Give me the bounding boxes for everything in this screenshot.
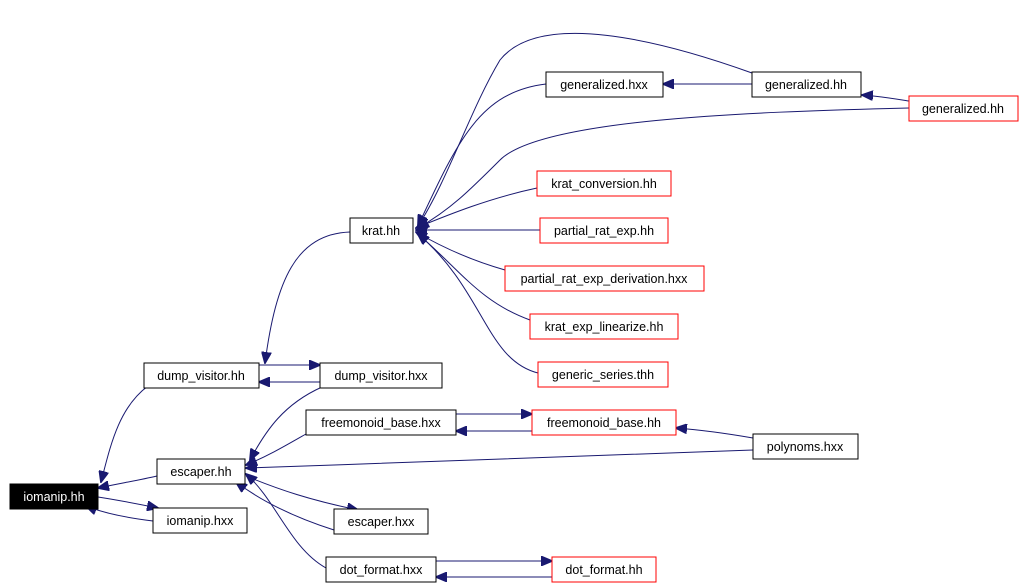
node-label: generalized.hh	[765, 78, 847, 92]
edge-partial-rat-exp-derivation-hxx-to-krat-hh	[416, 232, 506, 271]
node-label: escaper.hxx	[348, 515, 415, 529]
edge-dot-format-hxx-to-escaper-hh	[246, 474, 327, 569]
node-label: iomanip.hxx	[167, 514, 234, 528]
edge-iomanip-hh-to-iomanip-hxx	[97, 496, 158, 508]
nodes: iomanip.hh dump_visitor.hh escaper.hh io…	[9, 71, 1019, 583]
edge-krat-hh-to-dump-visitor-hh	[265, 231, 351, 363]
node-label: escaper.hh	[170, 465, 231, 479]
node-label: generalized.hh	[922, 102, 1004, 116]
node-label: generalized.hxx	[560, 78, 648, 92]
edge-krat-conversion-hh-to-krat-hh	[416, 187, 538, 228]
node-escaper-hh[interactable]: escaper.hh	[156, 458, 246, 485]
edge-dump-visitor-hh-to-iomanip-hh	[101, 385, 149, 482]
edge-generalized-hxx-to-krat-hh	[418, 83, 547, 226]
edge-dump-visitor-hxx-to-escaper-hh	[250, 386, 323, 460]
edge-generalized-hh-2-to-generalized-hh-1	[862, 95, 910, 102]
node-krat-hh[interactable]: krat.hh	[349, 217, 414, 244]
node-freemonoid-base-hh[interactable]: freemonoid_base.hh	[531, 409, 677, 436]
edge-polynoms-hxx-to-escaper-hh	[246, 449, 754, 468]
node-label: krat_exp_linearize.hh	[545, 320, 664, 334]
node-label: generic_series.thh	[552, 368, 654, 382]
node-label: iomanip.hh	[23, 490, 84, 504]
node-dot-format-hh[interactable]: dot_format.hh	[551, 556, 657, 583]
edge-generalized-hh-2-to-krat-hh	[418, 107, 910, 228]
node-krat-conversion-hh[interactable]: krat_conversion.hh	[536, 170, 672, 197]
node-dump-visitor-hxx[interactable]: dump_visitor.hxx	[319, 362, 443, 389]
node-label: polynoms.hxx	[767, 440, 844, 454]
node-krat-exp-linearize-hh[interactable]: krat_exp_linearize.hh	[529, 313, 679, 340]
node-label: dot_format.hxx	[340, 563, 423, 577]
edge-escaper-hh-to-iomanip-hh	[98, 475, 158, 488]
edges	[86, 33, 910, 577]
node-freemonoid-base-hxx[interactable]: freemonoid_base.hxx	[305, 409, 457, 436]
node-label: dump_visitor.hxx	[334, 369, 428, 383]
node-generalized-hxx[interactable]: generalized.hxx	[545, 71, 664, 98]
node-generalized-hh-1[interactable]: generalized.hh	[751, 71, 862, 98]
node-label: freemonoid_base.hh	[547, 416, 661, 430]
node-generalized-hh-2[interactable]: generalized.hh	[908, 95, 1019, 122]
node-label: partial_rat_exp_derivation.hxx	[521, 272, 689, 286]
edge-polynoms-hxx-to-freemonoid-base-hh	[676, 428, 754, 439]
edge-generalized-hh-1-to-krat-hh	[418, 33, 753, 226]
edge-freemonoid-base-hxx-to-escaper-hh	[246, 433, 307, 465]
node-label: dump_visitor.hh	[157, 369, 245, 383]
node-label: freemonoid_base.hxx	[321, 416, 441, 430]
node-partial-rat-exp-derivation-hxx[interactable]: partial_rat_exp_derivation.hxx	[504, 265, 705, 292]
node-label: krat_conversion.hh	[551, 177, 657, 191]
node-iomanip-hh[interactable]: iomanip.hh	[9, 483, 99, 510]
node-label: partial_rat_exp.hh	[554, 224, 654, 238]
edge-escaper-hxx-to-escaper-hh	[236, 482, 335, 531]
node-iomanip-hxx[interactable]: iomanip.hxx	[152, 507, 248, 534]
edge-generic-series-thh-to-krat-hh	[418, 234, 539, 374]
node-label: krat.hh	[362, 224, 400, 238]
node-partial-rat-exp-hh[interactable]: partial_rat_exp.hh	[539, 217, 669, 244]
node-dump-visitor-hh[interactable]: dump_visitor.hh	[143, 362, 260, 389]
node-escaper-hxx[interactable]: escaper.hxx	[333, 508, 429, 535]
node-label: dot_format.hh	[565, 563, 642, 577]
node-polynoms-hxx[interactable]: polynoms.hxx	[752, 433, 859, 460]
node-dot-format-hxx[interactable]: dot_format.hxx	[325, 556, 437, 583]
node-generic-series-thh[interactable]: generic_series.thh	[537, 361, 669, 388]
